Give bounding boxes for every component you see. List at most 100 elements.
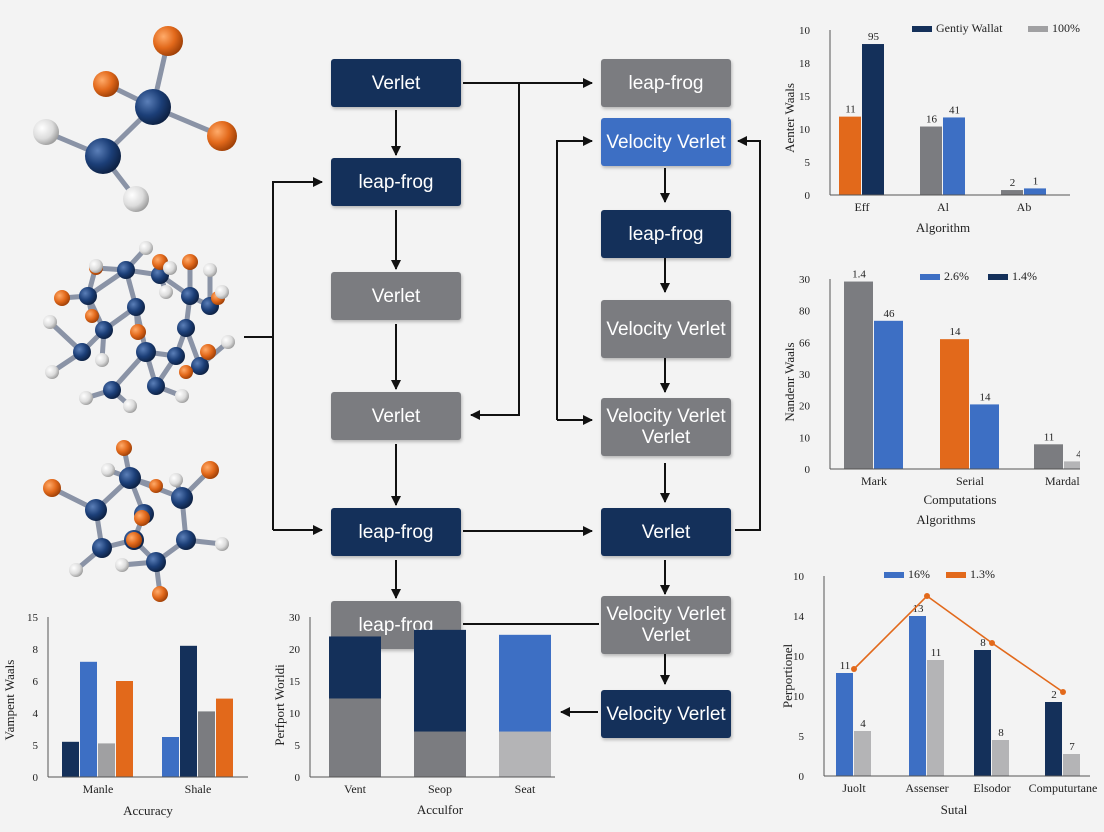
y-tick-label: 10 [799, 432, 811, 444]
bar [974, 650, 991, 776]
y-tick-label: 0 [805, 464, 811, 476]
atom-white [115, 558, 129, 572]
x-axis-title: Acculfor [417, 802, 464, 817]
flow-node-verlet-2: Verlet [331, 272, 461, 320]
x-tick-label: Shale [185, 782, 212, 796]
x-tick-label: Mark [861, 474, 887, 488]
legend-label: 1.4% [1012, 269, 1037, 283]
bar-data-label: 14 [950, 326, 962, 338]
atom-navy [191, 357, 209, 375]
atom-orange [130, 324, 146, 340]
stack-bottom [329, 698, 381, 777]
flow-node-verlet-1: Verlet [331, 59, 461, 107]
y-axis-title: Aenter Waals [782, 83, 797, 153]
x-tick-label: Elsodor [973, 781, 1010, 795]
atom-navy [127, 298, 145, 316]
x-tick-label: Seat [515, 782, 536, 796]
bar [162, 737, 179, 777]
x-axis-title: Algorithm [916, 220, 970, 235]
x-tick-label: Manle [83, 782, 114, 796]
atom-orange [126, 532, 142, 548]
atom-navy [79, 287, 97, 305]
flow-node-velocity-verlet-verlet-2: Velocity Verlet Verlet [601, 596, 731, 654]
atom-orange [152, 586, 168, 602]
legend-swatch [1028, 26, 1048, 32]
y-axis-title: Vampent Waals [2, 660, 17, 741]
bar [1064, 461, 1080, 469]
bar [992, 740, 1009, 776]
small-molecule-icon [33, 26, 237, 212]
stack-bottom [414, 731, 466, 777]
x-axis-title: Accuracy [123, 803, 173, 818]
bar-data-label: 1 [1033, 175, 1039, 187]
y-tick-label: 10 [289, 708, 301, 720]
legend-swatch [920, 274, 940, 280]
y-axis-title: Perportionel [780, 643, 795, 708]
bar-data-label: 2 [1010, 177, 1016, 189]
flow-node-leap-frog-4: leap-frog [601, 59, 731, 107]
atom-white [159, 285, 173, 299]
flow-node-verlet-3: Verlet [331, 392, 461, 440]
atom-navy [167, 347, 185, 365]
atom-white [123, 399, 137, 413]
bar [970, 404, 999, 469]
legend-swatch [946, 572, 966, 578]
trend-point [851, 666, 857, 672]
x-axis-title: Sutal [941, 802, 968, 817]
molecule-illustrations [33, 26, 237, 602]
bar [836, 673, 853, 776]
atom-navy [85, 499, 107, 521]
bar [844, 281, 873, 469]
bar [1034, 444, 1063, 469]
legend-label: 16% [908, 567, 930, 581]
atom-orange [200, 344, 216, 360]
atom-orange [179, 365, 193, 379]
atom-white [79, 391, 93, 405]
bar [80, 661, 97, 777]
bar-data-label: 7 [1069, 741, 1075, 753]
atom-navy [85, 138, 121, 174]
bar [920, 126, 942, 195]
bar-data-label: 11 [840, 660, 851, 672]
flow-node-leap-frog-1: leap-frog [331, 158, 461, 206]
x-tick-label: Serial [956, 474, 985, 488]
atom-white [215, 537, 229, 551]
atom-white [101, 463, 115, 477]
y-tick-label: 0 [799, 771, 805, 783]
flow-node-velocity-verlet-1: Velocity Verlet [601, 118, 731, 166]
y-tick-label: 10 [799, 25, 811, 37]
bar-data-label: 16 [926, 114, 938, 126]
atom-orange [93, 71, 119, 97]
atom-orange [134, 510, 150, 526]
bar [862, 44, 884, 196]
bar-data-label: 8 [998, 727, 1004, 739]
x-tick-label: Computurtane [1029, 781, 1098, 795]
bar [940, 339, 969, 469]
bar [854, 731, 871, 776]
bar [216, 698, 233, 777]
atom-white [203, 263, 217, 277]
y-tick-label: 15 [27, 612, 39, 624]
bar-data-label: 11 [1044, 431, 1055, 443]
x-tick-label: Al [937, 200, 950, 214]
y-tick-label: 5 [33, 740, 39, 752]
atom-navy [117, 261, 135, 279]
y-tick-label: 5 [799, 731, 805, 743]
atom-white [123, 186, 149, 212]
y-tick-label: 66 [799, 337, 811, 349]
bar [874, 320, 903, 469]
bar [98, 743, 115, 777]
atom-white [215, 285, 229, 299]
atom-white [33, 119, 59, 145]
bar [839, 116, 861, 195]
bar-data-label: 46 [884, 308, 896, 320]
x-tick-label: Seop [428, 782, 452, 796]
legend-label: 2.6% [944, 269, 969, 283]
y-tick-label: 0 [33, 772, 39, 784]
y-tick-label: 4 [33, 708, 39, 720]
y-tick-label: 14 [793, 611, 805, 623]
